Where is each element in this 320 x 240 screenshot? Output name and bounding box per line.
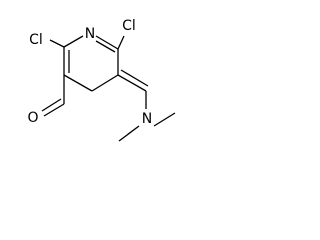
bond-n-methyl-right bbox=[153, 112, 176, 127]
atom-cl-right: Cl bbox=[122, 18, 136, 34]
atom-cl-left: Cl bbox=[29, 32, 43, 48]
bond-n-c6-double bbox=[95, 40, 116, 53]
bond-c6-cl bbox=[117, 35, 125, 50]
atom-n-ring: N bbox=[85, 26, 95, 42]
bond-n-c2-left bbox=[63, 35, 84, 48]
bond-c4-c3 bbox=[63, 74, 93, 92]
bond-n-c6 bbox=[95, 35, 119, 50]
bond-n-methyl-left bbox=[118, 125, 140, 142]
atom-o-aldehyde: O bbox=[27, 110, 38, 126]
atom-n-amine: N bbox=[142, 111, 152, 127]
bond-cho-o-double bbox=[41, 98, 62, 112]
bond-c5-c4 bbox=[91, 74, 119, 92]
bond-c5-methine bbox=[117, 74, 147, 92]
structure-diagram: N Cl Cl O N bbox=[27, 18, 176, 142]
bond-cho-o bbox=[43, 103, 65, 117]
bond-c2-cl bbox=[49, 39, 65, 48]
bond-c5-methine-double bbox=[120, 69, 149, 87]
